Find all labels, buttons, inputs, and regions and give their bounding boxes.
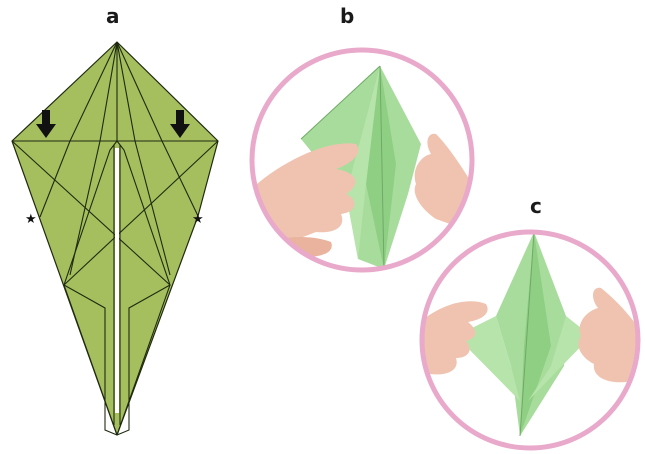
star-marker-right: ★: [192, 212, 204, 227]
flap-left: [63, 140, 118, 436]
down-arrow-icon: [170, 110, 190, 138]
fold-diagram-a: ★ ★: [11, 41, 219, 436]
crease-right-diag: [63, 140, 219, 286]
star-marker-left: ★: [25, 212, 37, 227]
crease-top-left-1: [69, 41, 118, 142]
crease-top-right-1: [116, 41, 136, 142]
crease-top-right-2: [116, 41, 163, 142]
crease-left-diag: [11, 140, 171, 286]
crease-right-inner: [134, 140, 171, 276]
step-label-b: b: [340, 4, 355, 28]
flap-right-edge: [116, 284, 171, 436]
step-label-a: a: [106, 4, 120, 28]
crease-left-outer: [39, 140, 71, 218]
down-arrow-icon: [36, 110, 56, 138]
flap-left-edge: [63, 284, 118, 436]
center-slit: [115, 148, 119, 413]
crease-right-outer: [161, 140, 199, 217]
photo-b: [249, 47, 475, 273]
crease-top-left-2: [99, 41, 118, 142]
step-label-c: c: [530, 194, 542, 218]
flap-right: [116, 140, 171, 436]
photo-c: [419, 229, 641, 451]
